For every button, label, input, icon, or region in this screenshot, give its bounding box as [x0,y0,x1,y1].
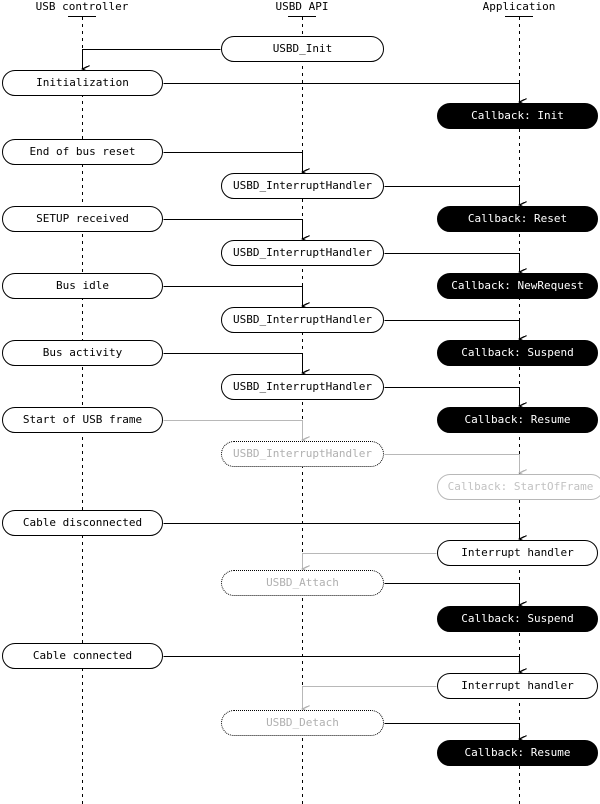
node-cable-connected[interactable]: Cable connected [2,643,163,669]
arrow-irq-handler-4-to-cb-resume-1 [384,386,527,410]
arrow-usbd-detach-to-cb-resume-2 [384,722,527,743]
node-cb-suspend-1[interactable]: Callback: Suspend [437,340,598,366]
node-bus-idle[interactable]: Bus idle [2,273,163,299]
node-interrupt-handler-1[interactable]: Interrupt handler [437,540,598,566]
node-irq-handler-4[interactable]: USBD_InterruptHandler [221,374,384,400]
lifeline-header-application: Application [482,0,556,13]
node-irq-handler-2[interactable]: USBD_InterruptHandler [221,240,384,266]
node-setup-received[interactable]: SETUP received [2,206,163,232]
arrow-irq-handler-2-to-cb-newrequest [384,252,527,276]
arrow-bus-idle-to-irq-handler-3 [163,285,310,310]
node-initialization[interactable]: Initialization [2,70,163,96]
node-irq-handler-5[interactable]: USBD_InterruptHandler [221,441,384,467]
node-cb-newrequest[interactable]: Callback: NewRequest [437,273,598,299]
arrow-interrupt-handler-1-to-usbd-attach [301,552,437,573]
arrow-initialization-to-cb-init [163,82,527,106]
node-cb-init[interactable]: Callback: Init [437,103,598,129]
arrow-irq-handler-3-to-cb-suspend-1 [384,319,527,343]
node-irq-handler-3[interactable]: USBD_InterruptHandler [221,307,384,333]
arrow-irq-handler-5-to-cb-startofframe [384,453,527,477]
node-cb-suspend-2[interactable]: Callback: Suspend [437,606,598,632]
arrow-usbd-init-to-initialization [81,48,221,73]
arrow-end-of-bus-reset-to-irq-handler-1 [163,151,310,176]
node-irq-handler-1[interactable]: USBD_InterruptHandler [221,173,384,199]
arrow-interrupt-handler-2-to-usbd-detach [301,685,437,713]
node-cb-resume-2[interactable]: Callback: Resume [437,740,598,766]
node-usbd-attach[interactable]: USBD_Attach [221,570,384,596]
node-usbd-detach[interactable]: USBD_Detach [221,710,384,736]
node-usbd-init[interactable]: USBD_Init [221,36,384,62]
arrow-cable-disconnected-to-interrupt-handler-1 [163,522,527,543]
node-interrupt-handler-2[interactable]: Interrupt handler [437,673,598,699]
arrow-usbd-attach-to-cb-suspend-2 [384,582,527,609]
arrow-setup-received-to-irq-handler-2 [163,218,310,243]
node-cb-reset[interactable]: Callback: Reset [437,206,598,232]
arrow-cable-connected-to-interrupt-handler-2 [163,655,527,676]
lifeline-header-usb-controller: USB controller [35,0,129,13]
node-bus-activity[interactable]: Bus activity [2,340,163,366]
node-start-of-usb-frame[interactable]: Start of USB frame [2,407,163,433]
arrow-bus-activity-to-irq-handler-4 [163,352,310,377]
node-cb-startofframe[interactable]: Callback: StartOfFrame [437,474,600,500]
node-cb-resume-1[interactable]: Callback: Resume [437,407,598,433]
arrow-start-of-usb-frame-to-irq-handler-5 [163,419,310,444]
node-end-of-bus-reset[interactable]: End of bus reset [2,139,163,165]
arrow-irq-handler-1-to-cb-reset [384,185,527,209]
lifeline-header-usbd-api: USBD API [275,0,329,13]
arrows-group [81,48,527,743]
node-cable-disconnected[interactable]: Cable disconnected [2,510,163,536]
